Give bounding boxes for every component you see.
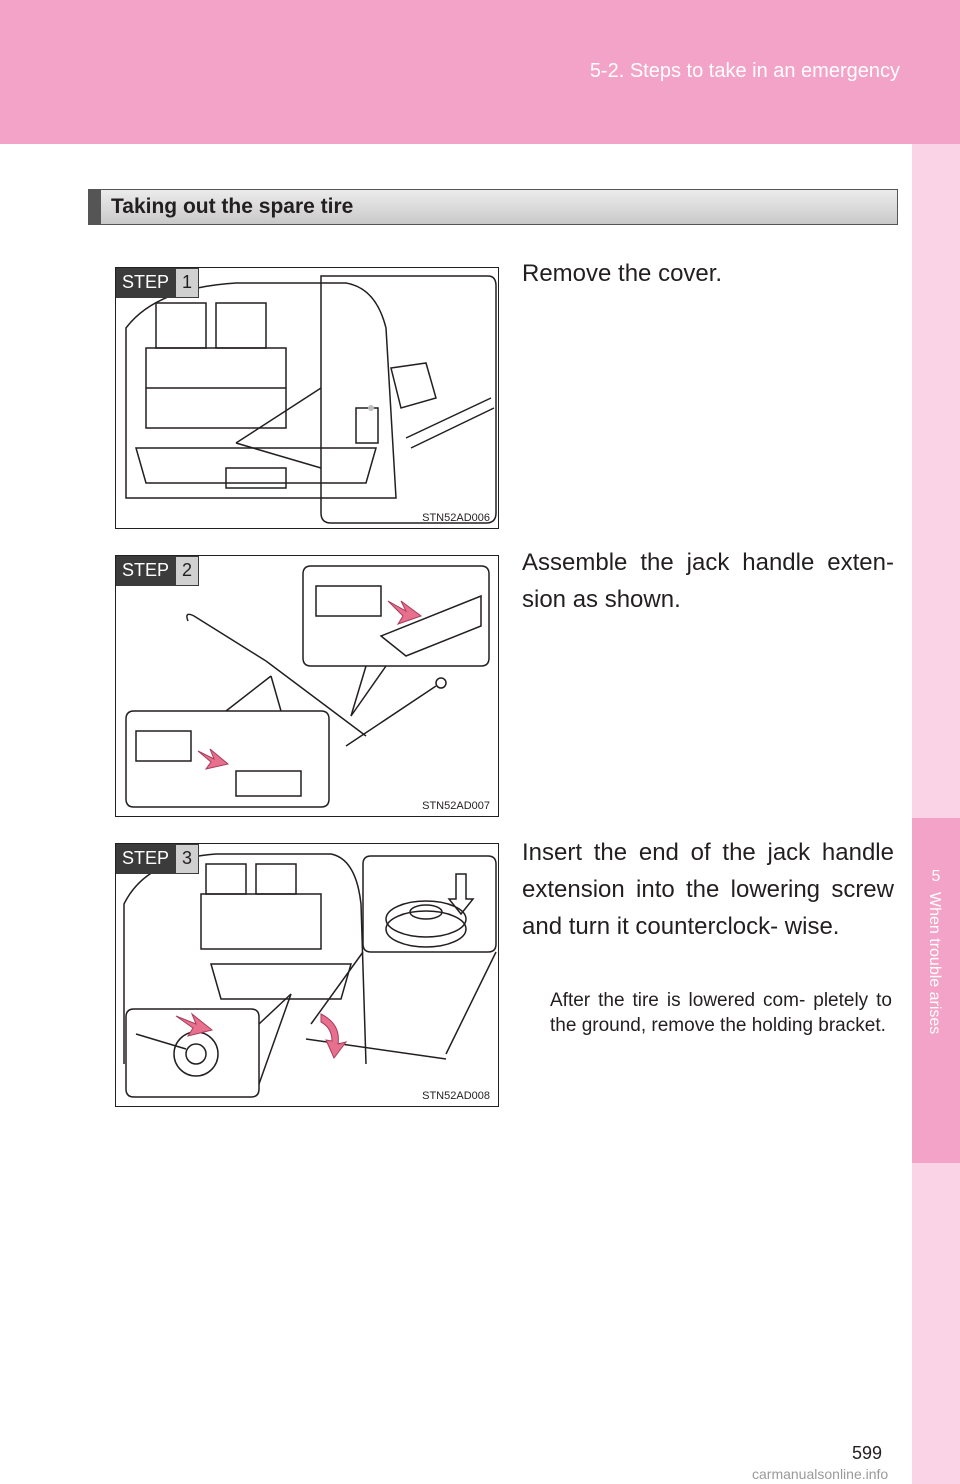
step-number: 2 <box>175 556 200 586</box>
step3-text: Insert the end of the jack handle extens… <box>522 839 894 940</box>
chapter-tab <box>912 818 960 1163</box>
step-word: STEP <box>116 556 176 586</box>
watermark: carmanualsonline.info <box>752 1466 889 1482</box>
page-header: 5-2. Steps to take in an emergency <box>0 0 960 144</box>
step1-figure: STEP 1 STN52AD006 <box>115 267 499 529</box>
step-number: 1 <box>175 268 200 298</box>
header-title: 5-2. Steps to take in an emergency <box>589 60 900 82</box>
chapter-number: 5 <box>931 868 941 885</box>
step1-illustration <box>125 275 497 524</box>
step3-illustration <box>123 853 497 1098</box>
step3-badge: STEP 3 <box>116 844 200 874</box>
figure-code: STN52AD008 <box>422 1090 490 1102</box>
page-number: 599 <box>852 1443 883 1463</box>
step1-text: Remove the cover. <box>522 260 723 287</box>
step3-figure: STEP 3 STN52AD008 <box>115 843 499 1107</box>
section-heading-bar: Taking out the spare tire <box>88 189 898 225</box>
step-word: STEP <box>116 268 176 298</box>
step1-badge: STEP 1 <box>116 268 200 298</box>
step2-figure: STEP 2 STN52AD007 <box>115 555 499 817</box>
step3-note: After the tire is lowered com- pletely t… <box>550 990 892 1036</box>
chapter-label-container: When trouble arises <box>925 892 949 1138</box>
step2-illustration <box>125 565 490 808</box>
chapter-sidebar <box>912 144 960 1484</box>
figure-code: STN52AD006 <box>422 512 490 524</box>
section-heading-accent <box>89 190 101 224</box>
step-number: 3 <box>175 844 200 874</box>
section-title: Taking out the spare tire <box>111 195 354 218</box>
step2-text: Assemble the jack handle exten- sion as … <box>522 549 894 613</box>
step2-badge: STEP 2 <box>116 556 200 586</box>
chapter-label: When trouble arises <box>926 892 943 1035</box>
figure-code: STN52AD007 <box>422 800 490 812</box>
step-word: STEP <box>116 844 176 874</box>
